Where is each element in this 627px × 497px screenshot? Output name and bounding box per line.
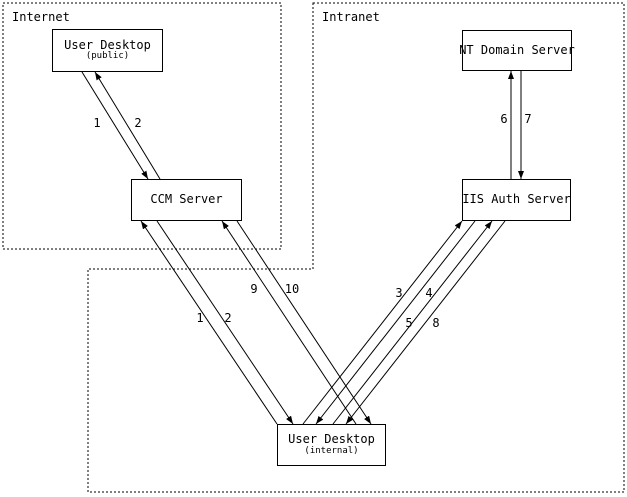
intranet-zone-label: Intranet bbox=[322, 10, 380, 24]
node-title: IIS Auth Server bbox=[462, 192, 571, 207]
edge-3-internal-desktop-to-iis bbox=[302, 220, 463, 425]
node-iis-auth-server: IIS Auth Server bbox=[462, 179, 571, 221]
intranet-zone-border bbox=[87, 2, 625, 493]
node-user-desktop-public: User Desktop (public) bbox=[52, 29, 163, 72]
edge-5-internal-desktop-to-iis bbox=[332, 220, 493, 425]
node-ccm-server: CCM Server bbox=[131, 179, 242, 221]
edge-2-ccm-to-internal-desktop bbox=[156, 220, 294, 425]
node-title: NT Domain Server bbox=[459, 42, 575, 57]
edge-label-1-public: 1 bbox=[93, 116, 101, 130]
edge-label-10: 10 bbox=[284, 282, 300, 296]
edge-label-9: 9 bbox=[250, 282, 258, 296]
edge-1-public-desktop-to-ccm bbox=[81, 71, 149, 180]
edge-1-internal-desktop-to-ccm bbox=[140, 220, 278, 425]
edge-label-7: 7 bbox=[524, 112, 532, 126]
edge-label-6: 6 bbox=[500, 112, 508, 126]
edge-9-internal-desktop-to-ccm bbox=[221, 220, 357, 425]
node-user-desktop-internal: User Desktop (internal) bbox=[277, 424, 386, 466]
edge-label-8: 8 bbox=[432, 316, 440, 330]
internet-zone-label: Internet bbox=[12, 10, 70, 24]
edge-2-ccm-to-public-desktop bbox=[94, 71, 161, 180]
edge-label-1-internal: 1 bbox=[196, 311, 204, 325]
node-title: User Desktop bbox=[288, 432, 375, 447]
edge-label-2-internal: 2 bbox=[224, 311, 232, 325]
node-title: User Desktop bbox=[64, 37, 151, 52]
node-title: CCM Server bbox=[150, 192, 223, 207]
node-subtitle: (public) bbox=[85, 51, 130, 62]
edge-label-2-public: 2 bbox=[134, 116, 142, 130]
edge-label-3: 3 bbox=[395, 286, 403, 300]
node-subtitle: (internal) bbox=[304, 445, 359, 456]
edge-4-iis-to-internal-desktop bbox=[315, 220, 476, 425]
edge-10-ccm-to-internal-desktop bbox=[236, 220, 372, 425]
edge-label-4: 4 bbox=[425, 286, 433, 300]
edge-8-iis-to-internal-desktop bbox=[345, 220, 506, 425]
node-nt-domain-server: NT Domain Server bbox=[459, 30, 575, 71]
edge-label-5: 5 bbox=[405, 316, 413, 330]
internet-zone-border bbox=[2, 2, 282, 250]
